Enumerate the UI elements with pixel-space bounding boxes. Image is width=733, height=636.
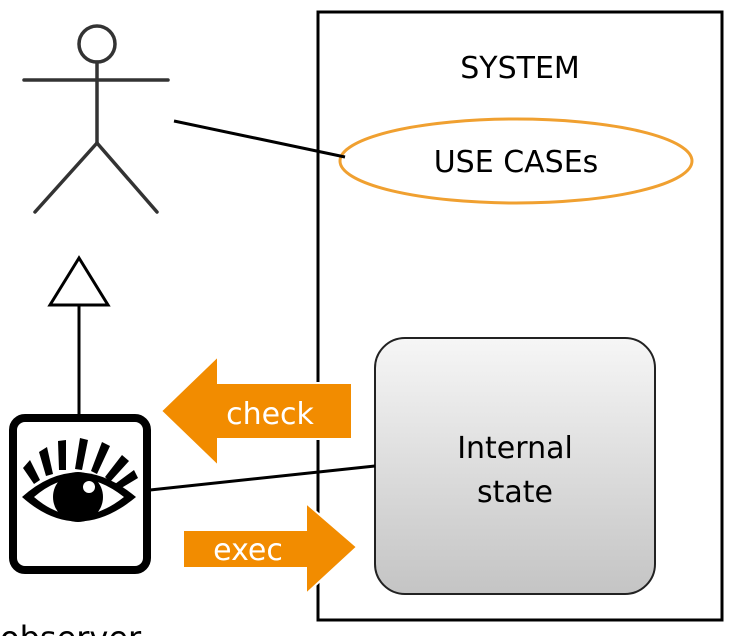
exec-arrow-label: exec <box>213 533 283 568</box>
actor-usecase-association <box>173 119 346 159</box>
stick-figure-actor-icon <box>22 24 170 214</box>
observer-state-connection <box>149 464 376 492</box>
actor-right-leg <box>95 141 159 214</box>
use-cases-label: USE CASEs <box>434 145 599 180</box>
actor-head <box>77 24 117 64</box>
use-cases-ellipse <box>338 117 694 205</box>
system-title: SYSTEM <box>460 51 580 86</box>
check-arrow-shape <box>159 353 353 469</box>
observer-label: observer <box>0 619 142 636</box>
actor-left-leg <box>33 141 99 214</box>
system-boundary <box>316 10 724 622</box>
generalization-triangle <box>47 255 111 307</box>
exec-arrow: exec <box>182 500 359 597</box>
exec-arrow-shape <box>182 500 359 597</box>
eye-iris <box>53 472 103 522</box>
check-arrow: check <box>159 353 353 469</box>
internal-state-line1: Internal <box>457 431 573 466</box>
internal-state-line2: state <box>477 475 553 510</box>
check-arrow-label: check <box>226 397 314 432</box>
eye-highlight <box>83 481 95 493</box>
eye-icon <box>9 414 151 574</box>
eye-lashes <box>23 438 138 490</box>
internal-state-box <box>374 337 656 595</box>
